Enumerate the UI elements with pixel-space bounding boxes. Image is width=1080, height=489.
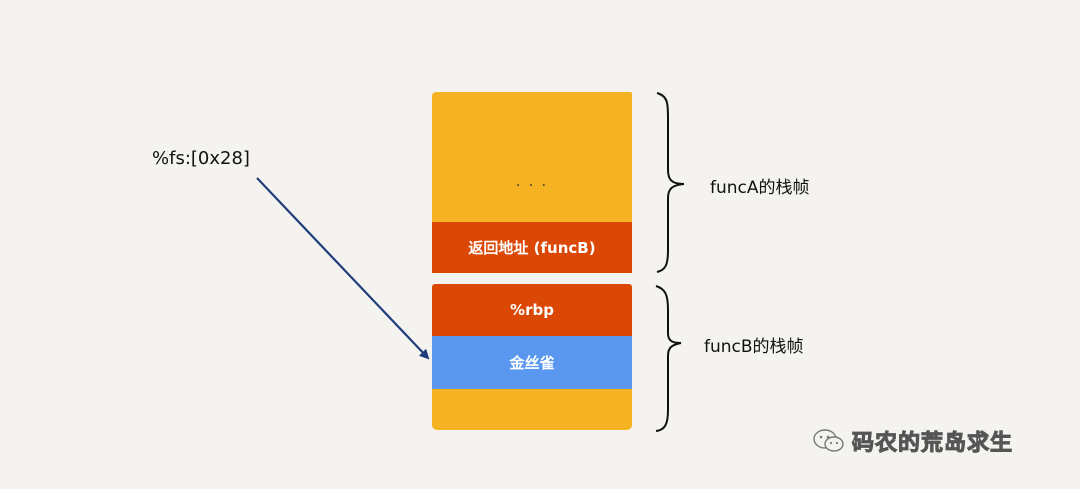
rbp-block: %rbp: [432, 284, 632, 336]
rbp-label: %rbp: [510, 301, 554, 319]
frame-a-upper-block: . . .: [432, 92, 632, 222]
wechat-icon: [813, 429, 844, 452]
return-address-block: 返回地址 (funcB): [432, 222, 632, 273]
watermark-text: 码农的荒岛求生: [851, 431, 1014, 457]
watermark: 码农的荒岛求生: [812, 425, 1013, 457]
func-a-brace: [656, 92, 685, 273]
func-b-frame-label: funcB的栈帧: [704, 337, 804, 357]
canary-label: 金丝雀: [509, 354, 555, 372]
return-address-label: 返回地址 (funcB): [468, 239, 596, 257]
func-a-frame-label: funcA的栈帧: [710, 178, 810, 198]
pointer-arrow: [256, 177, 430, 360]
frame-b-lower-block: [432, 389, 632, 430]
ellipsis-label: . . .: [515, 174, 549, 190]
func-b-brace: [655, 285, 682, 432]
canary-block: 金丝雀: [432, 336, 632, 389]
fs-offset-label: %fs:[0x28]: [152, 148, 250, 169]
